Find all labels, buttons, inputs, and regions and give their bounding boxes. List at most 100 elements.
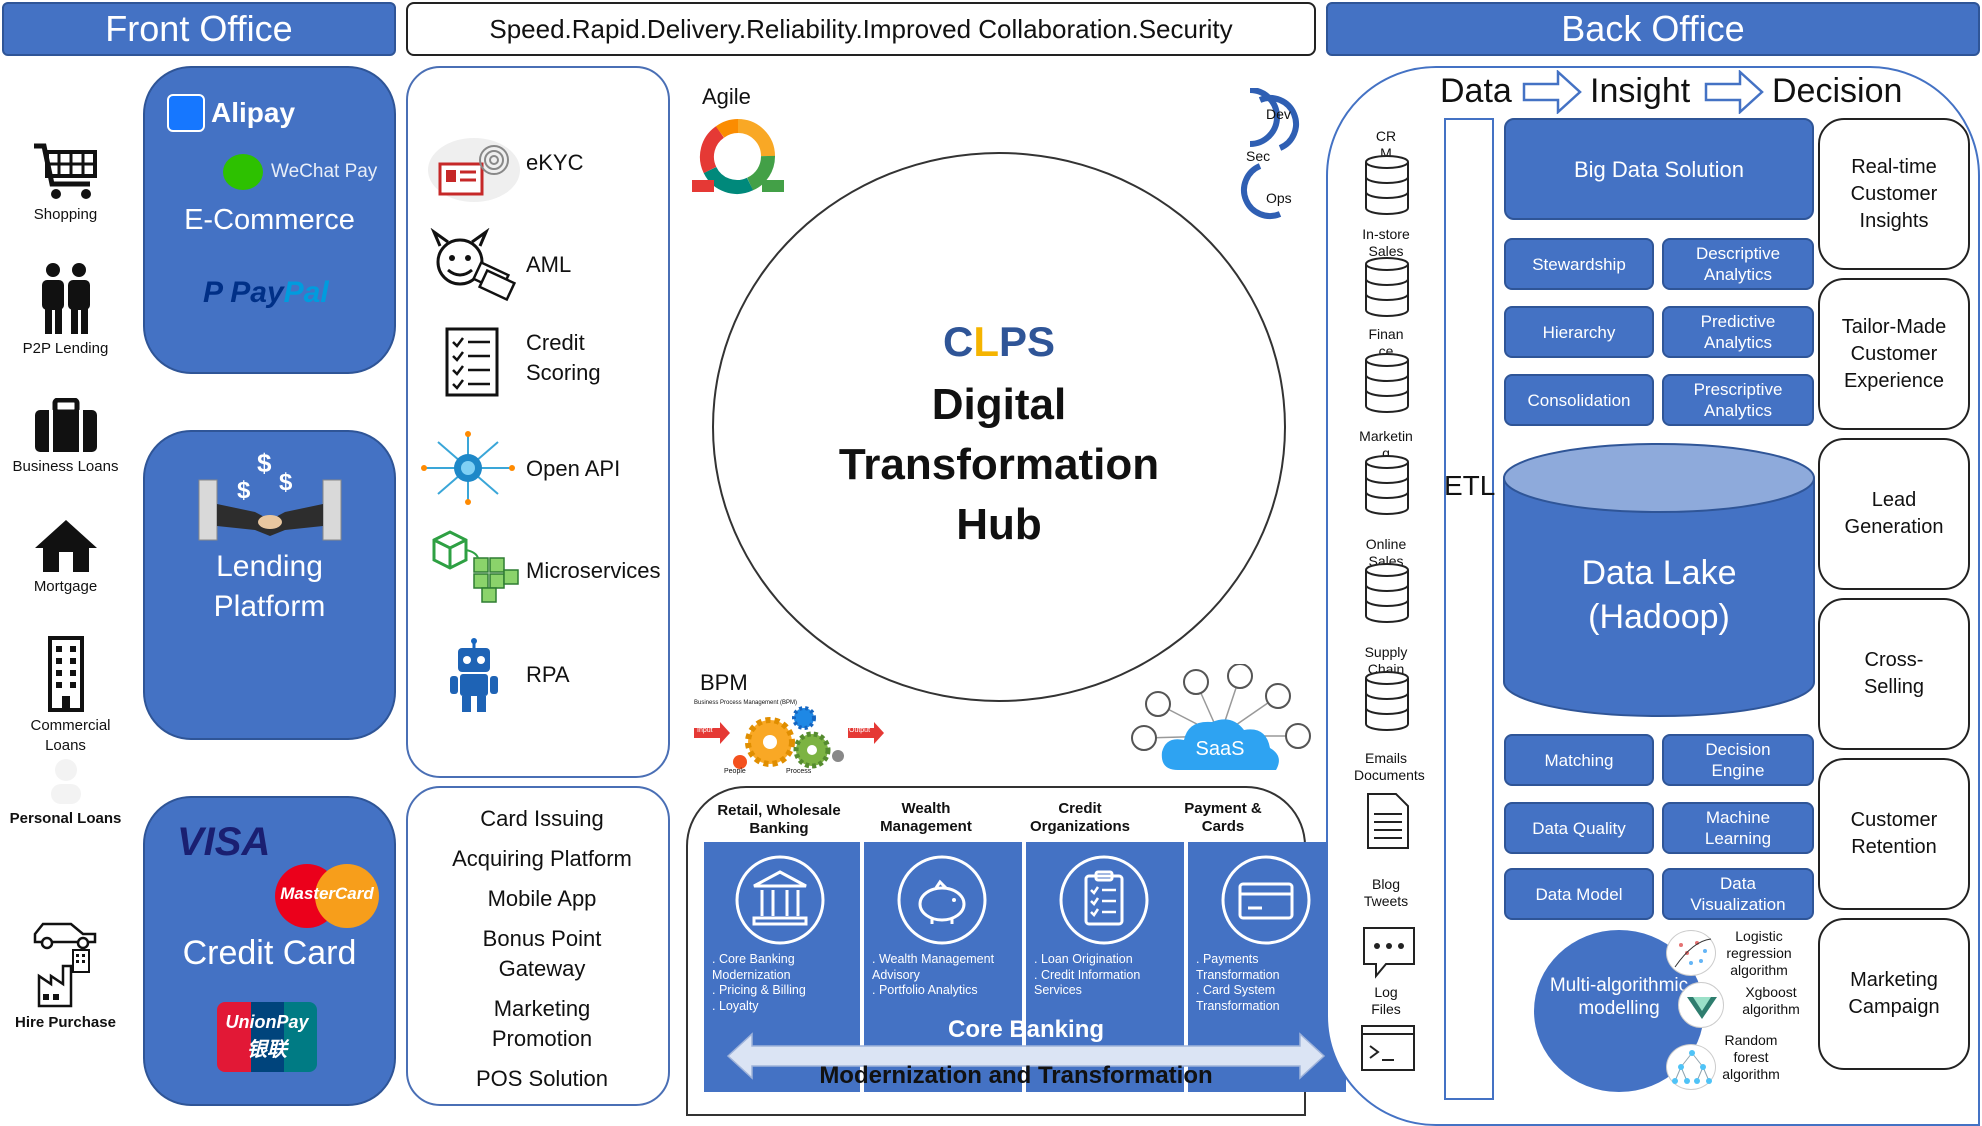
mastercard-logo: MasterCard <box>275 864 379 928</box>
hub-title-line-3: Hub <box>956 500 1042 549</box>
unionpay-text: UnionPay <box>225 1012 309 1032</box>
algo-thumb-1 <box>1666 930 1716 976</box>
cubes-icon <box>432 530 519 603</box>
pill-decision-engine: Decision Engine <box>1662 734 1814 786</box>
house-icon <box>34 520 97 572</box>
svg-text:$: $ <box>279 469 293 496</box>
service-microservices: Microservices <box>424 524 674 604</box>
cb-desc-wealth-2: . Portfolio Analytics <box>872 983 978 997</box>
briefcase-icon <box>34 398 97 452</box>
commercial-loans-label: Commercial Loans <box>30 717 111 754</box>
source-marketing-label: Marketing <box>1359 428 1413 461</box>
outcome-customer-retention: Customer Retention <box>1818 758 1970 910</box>
database-icon <box>1365 671 1409 731</box>
channel-card-issuing: Card Issuing <box>480 806 604 831</box>
multi-algo-label: Multi-algorithmic modelling <box>1549 975 1689 1019</box>
lending-platform-card: $ $ $ Lending Platform <box>143 430 396 740</box>
source-marketing: Marketing <box>1346 428 1426 528</box>
piggy-bank-icon <box>897 855 987 945</box>
service-rpa: RPA <box>424 636 664 716</box>
cb-title-credit-text: Credit Organizations <box>1030 800 1131 835</box>
mortgage-label: Mortgage <box>33 578 98 595</box>
tagline-banner: Speed.Rapid.Delivery.Reliability.Improve… <box>406 2 1316 56</box>
cb-desc-credit-2: . Credit Information Services <box>1034 967 1141 998</box>
cb-divider-3 <box>1184 842 1188 1092</box>
outcome-realtime-insights: Real-time Customer Insights <box>1818 118 1970 270</box>
flow-insight: Insight <box>1590 72 1691 110</box>
cb-desc-retail: . Core Banking Modernization . Pricing &… <box>712 952 858 1014</box>
card-icon <box>1221 855 1311 945</box>
source-blog-label: Blog Tweets <box>1363 876 1409 909</box>
bpm-label: BPM <box>700 670 748 695</box>
rpa-label: RPA <box>526 662 570 687</box>
person-icon <box>50 759 81 804</box>
front-office-item-commercial-loans: Commercial Loans <box>8 636 123 756</box>
api-network-icon <box>421 431 515 505</box>
svg-text:$: $ <box>257 448 272 478</box>
algo-logistic: Logistic regression algorithm <box>1726 928 1792 978</box>
wechat-icon <box>223 154 263 190</box>
cb-title-payment-text: Payment & Cards <box>1184 800 1262 835</box>
cb-title-wealth-text: Wealth Management <box>880 800 972 835</box>
devsecops-loop-icon <box>1241 88 1299 219</box>
personal-loans-label: Personal Loans <box>9 810 122 827</box>
mastercard-yellow-circle <box>315 864 379 928</box>
hub-title-line-2: Transformation <box>838 440 1160 489</box>
outcome-cross-selling: Cross-Selling <box>1818 598 1970 750</box>
p2p-label: P2P Lending <box>22 340 109 357</box>
wechat-pay-logo: WeChat Pay <box>223 154 377 190</box>
modernization-label: Modernization and Transformation <box>819 1062 1213 1089</box>
source-online-sales: Online Sales <box>1340 536 1432 636</box>
handshake-money-icon: $ $ $ <box>198 448 342 541</box>
pill-machine-learning: Machine Learning <box>1662 802 1814 854</box>
dev-label: Dev <box>1266 106 1291 122</box>
data-lake-cylinder <box>1503 443 1815 717</box>
pill-data-model: Data Model <box>1504 868 1654 920</box>
source-finance: Finance <box>1346 326 1426 426</box>
core-banking-label: Core Banking <box>947 1016 1105 1043</box>
pill-consolidation: Consolidation <box>1504 374 1654 426</box>
data-lake-label-1: Data Lake <box>1581 554 1737 592</box>
cb-desc-payment-2: . Card System Transformation <box>1196 983 1280 1013</box>
paypal-icon: P <box>203 276 222 309</box>
cb-divider-2 <box>1022 842 1026 1092</box>
hire-purchase-label: Hire Purchase <box>15 1014 116 1031</box>
algo-random-forest: Random forest algorithm <box>1722 1032 1780 1082</box>
source-instore-label: In-store Sales <box>1362 226 1410 259</box>
shopping-cart-icon <box>33 143 97 199</box>
cb-title-wealth: Wealth Management <box>866 800 986 836</box>
agile-label: Agile <box>702 84 751 109</box>
fingerprint-id-icon <box>428 138 520 202</box>
outcome-marketing-campaign: Marketing Campaign <box>1818 918 1970 1070</box>
chat-bubble-icon <box>1363 927 1415 979</box>
channel-bonus-point-gateway: Bonus Point Gateway <box>482 926 602 981</box>
cb-title-payment: Payment & Cards <box>1176 800 1270 836</box>
pill-matching: Matching <box>1504 734 1654 786</box>
channel-marketing-promotion: Marketing Promotion <box>491 996 593 1051</box>
source-crm: CRM <box>1346 128 1426 228</box>
building-icon <box>47 636 84 712</box>
cb-desc-payment: . Payments Transformation . Card System … <box>1196 952 1336 1014</box>
algo-thumb-3 <box>1666 1044 1716 1090</box>
saas-cloud-icon <box>1131 664 1311 770</box>
pill-data-quality: Data Quality <box>1504 802 1654 854</box>
source-blog-tweets: Blog Tweets <box>1340 876 1432 986</box>
devsecops-loop: Dev Sec Ops <box>1224 88 1314 228</box>
credit-scoring-label-2: Scoring <box>526 360 601 385</box>
pill-prescriptive-analytics: Prescriptive Analytics <box>1662 374 1814 426</box>
hub-circle <box>712 152 1286 702</box>
source-log-label: Log Files <box>1371 984 1401 1017</box>
ekyc-label: eKYC <box>526 150 584 175</box>
channels-panel <box>406 786 670 1106</box>
channel-mobile-app: Mobile App <box>487 886 597 911</box>
brand-letters-ps: PS <box>998 318 1056 365</box>
flow-data: Data <box>1440 72 1512 110</box>
unionpay-logo: UnionPay 银联 <box>217 1002 317 1072</box>
algo-xgboost: Xgboost algorithm <box>1742 984 1800 1017</box>
saas-label: SaaS <box>1195 738 1245 760</box>
document-icon <box>1367 793 1409 849</box>
cb-desc-payment-1: . Payments Transformation <box>1196 952 1280 982</box>
cb-desc-wealth-1: . Wealth Management Advisory <box>872 952 995 982</box>
cb-desc-retail-2: . Pricing & Billing <box>712 983 806 997</box>
bpm-input-label: Input <box>697 727 713 734</box>
